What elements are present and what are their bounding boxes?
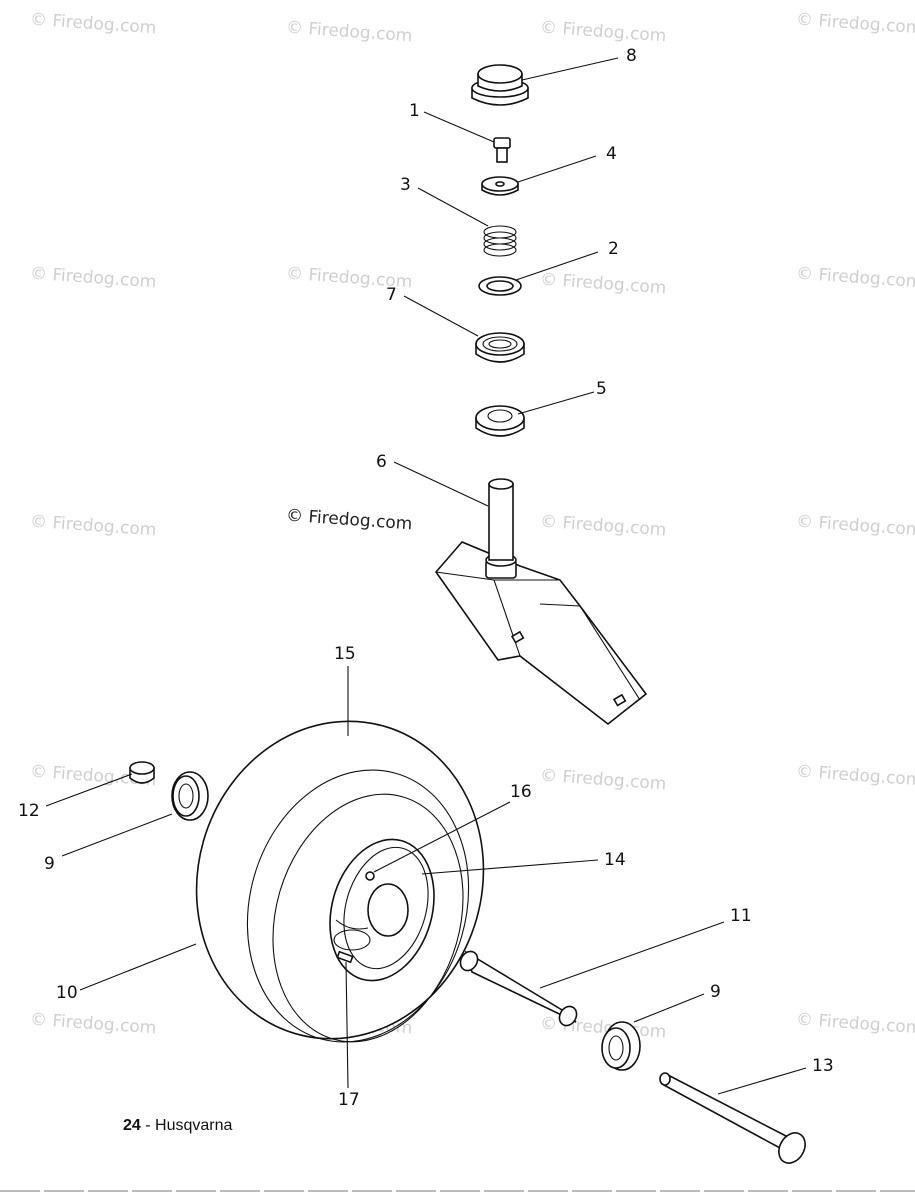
callout-3: 3	[400, 175, 411, 195]
part-wheel-hub	[329, 838, 435, 982]
callout-9: 9	[44, 854, 55, 874]
callout-1: 1	[409, 101, 420, 121]
part-axle-bolt	[659, 1072, 806, 1164]
callout-6: 6	[376, 452, 387, 472]
callout-12: 12	[18, 801, 40, 821]
callout-10: 10	[56, 983, 78, 1003]
part-valve-stem	[336, 950, 354, 964]
callout-9: 9	[710, 982, 721, 1002]
bottom-divider	[0, 1190, 915, 1192]
callout-11: 11	[730, 906, 752, 926]
callout-17: 17	[338, 1090, 360, 1110]
callout-5: 5	[596, 379, 607, 399]
part-bushing	[475, 405, 525, 437]
page-footer: 24 - Husqvarna	[123, 1117, 232, 1135]
part-bolt	[493, 137, 511, 163]
leader-lines	[45, 57, 807, 1095]
part-caster-fork	[434, 478, 648, 726]
callout-13: 13	[812, 1056, 834, 1076]
part-small-cap	[129, 761, 155, 784]
brand-label: - Husqvarna	[145, 1117, 233, 1134]
page-number: 24	[123, 1117, 141, 1134]
part-spring	[483, 225, 517, 257]
part-cap	[471, 64, 529, 106]
callout-2: 2	[608, 239, 619, 259]
callout-8: 8	[626, 46, 637, 66]
callout-14: 14	[604, 850, 626, 870]
part-bearing	[475, 332, 525, 363]
part-washer	[481, 176, 519, 196]
callout-4: 4	[606, 144, 617, 164]
part-grease-fitting	[365, 871, 375, 881]
part-spacer-tube	[459, 950, 578, 1027]
part-thin-washer	[478, 276, 522, 296]
part-wheel-bearing-right	[601, 1021, 641, 1071]
callout-7: 7	[386, 285, 397, 305]
callout-15: 15	[334, 644, 356, 664]
callout-16: 16	[510, 782, 532, 802]
part-wheel-bearing-left	[171, 771, 209, 821]
